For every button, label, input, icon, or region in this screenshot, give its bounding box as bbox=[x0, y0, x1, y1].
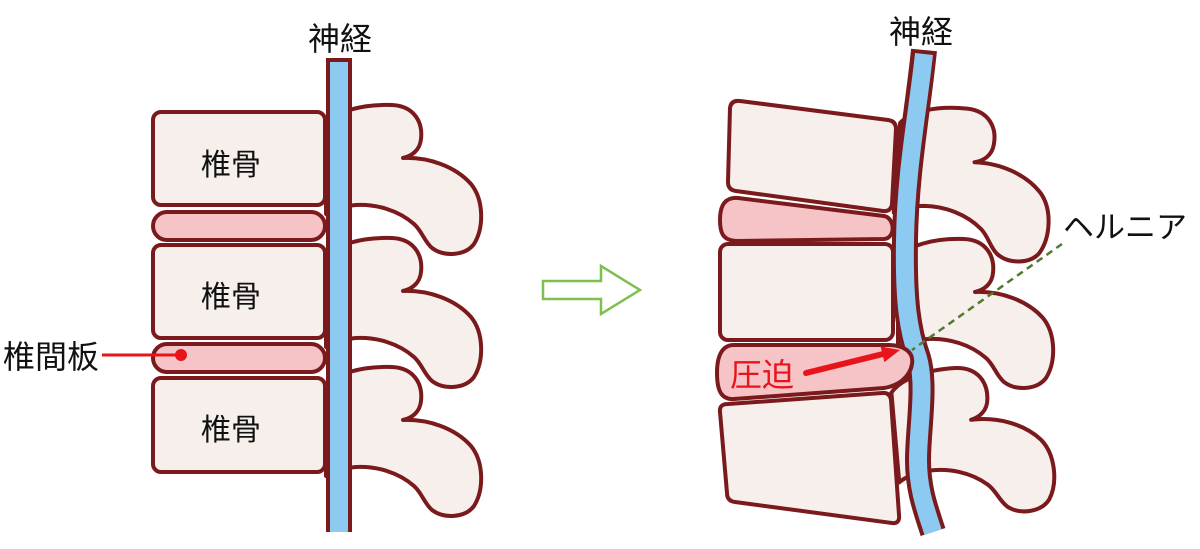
hernia-label: ヘルニア bbox=[1063, 210, 1187, 246]
right-vertebra-3-body bbox=[717, 390, 902, 526]
right-nerve bbox=[891, 48, 946, 536]
right-vertebra-1-body bbox=[726, 98, 898, 214]
compression-arrow bbox=[803, 346, 900, 376]
left-vertebra-2-body bbox=[151, 243, 327, 340]
left-disc-1 bbox=[151, 210, 327, 242]
left-nerve-label: 神経 bbox=[308, 20, 372, 58]
left-vertebra-3-body bbox=[151, 376, 327, 474]
left-vertebra-1-label: 椎骨 bbox=[201, 148, 261, 183]
herniated-spine: 神経 ヘルニア 圧迫 bbox=[715, 13, 1187, 536]
disc-label: 椎間板 bbox=[3, 338, 99, 376]
compression-label: 圧迫 bbox=[730, 356, 794, 394]
hernia-pointer bbox=[911, 242, 1063, 352]
left-disc-2 bbox=[151, 342, 327, 374]
left-vertebra-2-label: 椎骨 bbox=[201, 280, 261, 315]
right-nerve-label: 神経 bbox=[889, 13, 953, 51]
right-disc-1 bbox=[718, 195, 895, 243]
right-arrow-icon bbox=[541, 263, 643, 317]
left-vertebra-3-label: 椎骨 bbox=[201, 413, 261, 448]
normal-spine: 神経 椎骨 椎骨 椎骨 椎間板 bbox=[3, 20, 484, 532]
disc-pointer bbox=[102, 349, 187, 361]
left-vertebra-1-body bbox=[151, 110, 327, 207]
right-vertebra-2-body bbox=[718, 242, 895, 342]
